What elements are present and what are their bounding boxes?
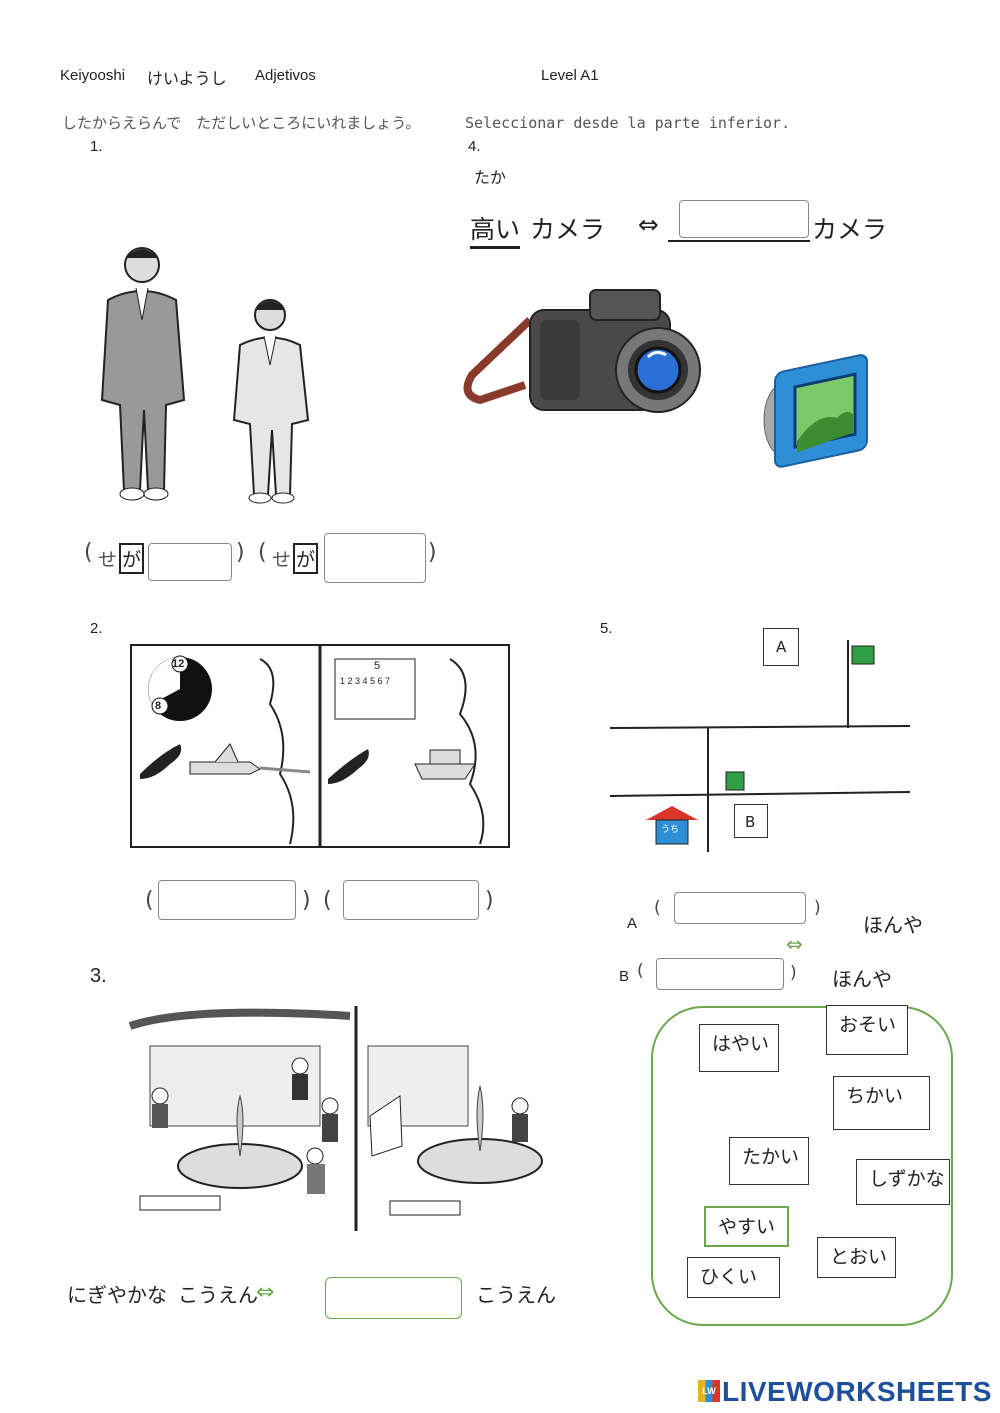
q1-ga-1: が [119, 543, 145, 574]
q2-paren-close-1: ) [302, 888, 311, 913]
park-comparison-illustration [128, 1006, 543, 1231]
street-map-illustration [609, 640, 911, 852]
q5-paren-close-a: ) [814, 898, 821, 918]
header-title-romaji: Keiyooshi [60, 67, 126, 84]
q2-number: 2. [90, 620, 103, 637]
q2-clock-top: 12 [172, 658, 185, 670]
q2-answer-2[interactable] [343, 880, 479, 920]
q4-left-noun: カメラ [530, 215, 606, 244]
q1-number: 1. [90, 138, 103, 155]
q5-row-a-label: A [627, 915, 638, 932]
word-tile-osoi[interactable]: おそい [826, 1005, 908, 1055]
header-title-kana: けいようし [147, 69, 227, 88]
q5-row-b-label: B [619, 968, 630, 985]
q1-answer-1[interactable] [148, 543, 232, 581]
q1-paren-close-1: ) [236, 540, 245, 565]
instruction-jp: したからえらんで ただしいところにいれましょう。 [62, 114, 421, 132]
q2-paren-open-1: ( [145, 888, 154, 913]
q5-answer-a[interactable] [674, 892, 806, 924]
q5-uchi-label: うち [661, 825, 680, 835]
two-men-illustration [100, 247, 310, 504]
q3-answer[interactable] [325, 1277, 462, 1319]
q5-number: 5. [600, 620, 613, 637]
word-tile-hikui[interactable]: ひくい [687, 1257, 780, 1298]
liveworksheets-brand[interactable]: LIVEWORKSHEETS [722, 1376, 992, 1407]
q4-right-noun: カメラ [812, 215, 888, 244]
word-tile-yasui[interactable]: やすい [704, 1206, 789, 1247]
q3-left-adj: にぎやかな [67, 1283, 167, 1307]
q3-noun-2: こうえん [476, 1283, 556, 1307]
small-camera-icon [763, 354, 868, 468]
q3-number: 3. [90, 965, 107, 987]
liveworksheets-logo: LW [698, 1380, 720, 1402]
q5-map-label-b: B [734, 804, 768, 838]
big-camera-icon [463, 289, 701, 413]
q1-se-1: せ [98, 549, 118, 571]
word-tile-chikai[interactable]: ちかい [833, 1076, 930, 1130]
q5-paren-close-b: ) [790, 963, 797, 983]
q4-arrow-icon: ⇔ [638, 210, 659, 239]
q2-paren-open-2: ( [323, 888, 332, 913]
travel-comparison-illustration [130, 644, 510, 848]
instruction-es: Seleccionar desde la parte inferior. [465, 114, 791, 132]
q5-answer-b[interactable] [656, 958, 784, 990]
q4-left-kanji: 高い [470, 210, 521, 249]
q1-paren-open-2: ( [258, 540, 267, 565]
word-bank [651, 1006, 953, 1326]
q4-number: 4. [468, 138, 481, 155]
q1-answer-2[interactable] [324, 533, 426, 583]
q2-clock-bottom: 8 [155, 700, 162, 712]
word-tile-hayai[interactable]: はやい [699, 1024, 779, 1072]
header-level: Level A1 [541, 67, 599, 84]
q5-paren-open-b: ( [637, 961, 644, 981]
q4-answer[interactable] [679, 200, 809, 238]
q3-noun-1: こうえん [178, 1283, 258, 1307]
q1-ga-2: が [293, 543, 319, 574]
q4-answer-underline [668, 240, 810, 242]
q2-calendar-days: 1 2 3 4 5 6 7 [340, 676, 391, 686]
q4-hint: たか [474, 168, 507, 187]
q5-honya-a: ほんや [863, 913, 923, 937]
q1-paren-close-2: ) [428, 540, 437, 565]
word-tile-takai[interactable]: たかい [729, 1137, 809, 1185]
word-tile-tooi[interactable]: とおい [817, 1237, 896, 1278]
q5-map-label-a: A [763, 628, 799, 666]
q5-honya-b: ほんや [832, 967, 892, 991]
q2-calendar-month: 5 [374, 660, 381, 672]
q5-paren-open-a: ( [654, 898, 661, 918]
liveworksheets-logo-mark: LW [698, 1380, 720, 1402]
word-tile-shizukana[interactable]: しずかな [856, 1159, 950, 1205]
q1-se-2: せ [272, 549, 292, 571]
swap-arrow-icon: ⇔ [786, 932, 803, 956]
header-title-es: Adjetivos [255, 67, 316, 84]
q1-paren-open-1: ( [84, 540, 93, 565]
q2-paren-close-2: ) [485, 888, 494, 913]
q3-swap-arrow-icon: ⇔ [256, 1280, 275, 1305]
q2-answer-1[interactable] [158, 880, 296, 920]
